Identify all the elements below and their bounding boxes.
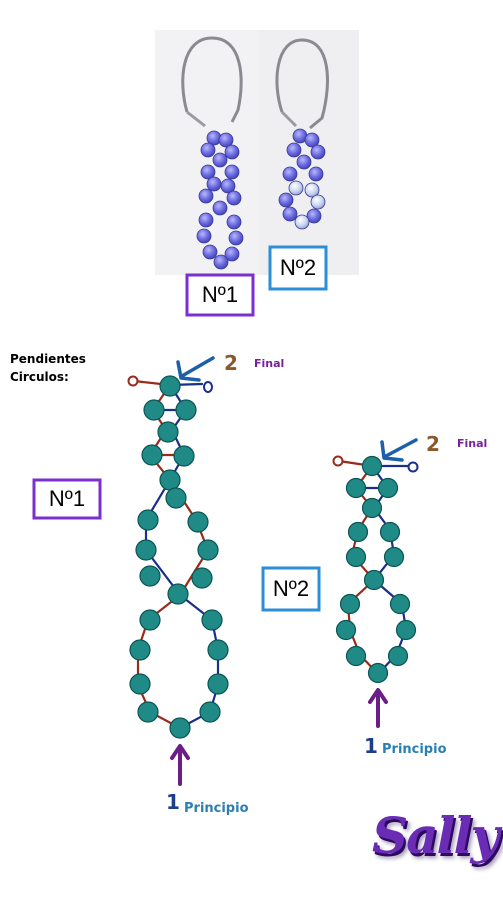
pattern-2-start-word: Principio — [382, 742, 447, 757]
pattern-1-end-number: 2 — [224, 351, 238, 375]
photo-panel-right — [259, 30, 359, 275]
hook-right-icon — [275, 38, 329, 130]
photo-label-2: Nº2 — [273, 250, 323, 286]
photo-label-1: Nº1 — [190, 278, 250, 312]
final-arrow-2-icon — [384, 438, 418, 458]
pattern-2-beads — [335, 455, 417, 684]
pattern-1-label: Nº1 — [37, 483, 97, 515]
diagram-title: Pendientes Circulos: — [10, 350, 86, 386]
pattern-2-label: Nº2 — [266, 571, 316, 607]
pattern-1-start-word: Principio — [184, 801, 249, 816]
diagram-title-line1: Pendientes — [10, 352, 86, 366]
pattern-1-diagram — [32, 356, 229, 786]
earring-left-beads — [196, 130, 244, 270]
earrings-photo — [155, 30, 359, 317]
earring-right-beads — [278, 128, 326, 230]
pattern-1-end-word: Final — [254, 357, 285, 370]
pattern-1-beads — [129, 375, 229, 739]
pattern-2-end-word: Final — [457, 437, 488, 450]
pattern-2-end-number: 2 — [426, 432, 440, 456]
hook-left-icon — [181, 36, 243, 123]
pattern-2-start-number: 1 — [364, 734, 378, 758]
final-arrow-1-icon — [180, 356, 215, 378]
signature-logo: Sally — [372, 806, 500, 865]
diagram-title-line2: Circulos: — [10, 370, 69, 384]
pattern-1-start-number: 1 — [166, 790, 180, 814]
